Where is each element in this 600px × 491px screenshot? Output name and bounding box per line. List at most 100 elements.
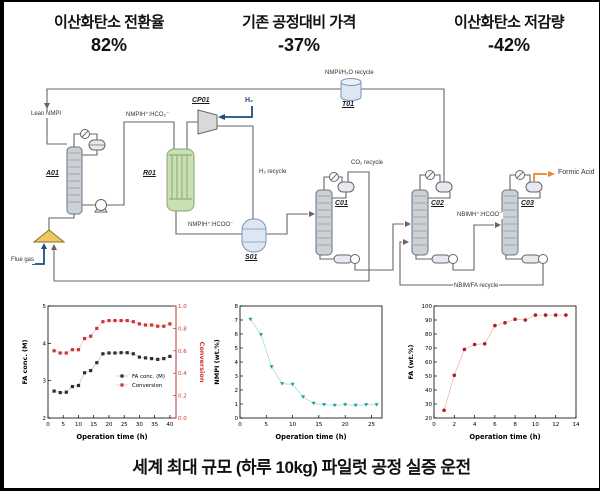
- svg-text:40: 40: [425, 388, 432, 394]
- svg-text:6: 6: [493, 422, 497, 428]
- label-unit-r01: R01: [143, 170, 156, 177]
- svg-text:5: 5: [235, 346, 239, 352]
- svg-text:30: 30: [425, 402, 432, 408]
- t01-sides: [340, 82, 362, 97]
- svg-text:0.4: 0.4: [178, 371, 187, 377]
- svg-text:12: 12: [552, 422, 559, 428]
- c01-reboiler-head: [350, 254, 360, 264]
- svg-text:2: 2: [43, 416, 47, 422]
- label-h2-recycle: H₂ recycle: [258, 169, 288, 176]
- svg-text:NMPI (wt.%): NMPI (wt.%): [213, 339, 221, 384]
- svg-text:8: 8: [513, 422, 517, 428]
- metric-label: 이산화탄소 저감량: [453, 14, 565, 31]
- svg-text:25: 25: [368, 422, 375, 428]
- svg-text:20: 20: [342, 422, 349, 428]
- metric-value: -42%: [487, 35, 531, 55]
- arrow-nbim-fa: [403, 239, 409, 245]
- svg-text:1: 1: [235, 402, 239, 408]
- label-unit-c03: C03: [521, 200, 534, 207]
- arrow-h2: [218, 114, 225, 120]
- svg-text:5: 5: [61, 422, 65, 428]
- label-nmpi-h2o-recycle: NMPI/H₂O recycle: [324, 70, 375, 77]
- unit-t01-tank: [341, 82, 361, 97]
- arrow-c01-feed: [309, 211, 315, 217]
- metric-label: 기존 공정대비 가격: [242, 14, 356, 31]
- arrowheads: [41, 103, 555, 250]
- r01-tubes: [169, 154, 192, 200]
- svg-text:Conversion: Conversion: [132, 383, 162, 389]
- svg-text:2: 2: [453, 422, 457, 428]
- svg-text:FA (wt.%): FA (wt.%): [407, 344, 415, 379]
- unit-c01-column: [315, 189, 333, 256]
- svg-text:0.0: 0.0: [178, 416, 187, 422]
- svg-text:20: 20: [105, 422, 112, 428]
- label-unit-t01: T01: [342, 101, 355, 108]
- unit-c03-column: [501, 189, 519, 256]
- metric-value: 82%: [90, 35, 128, 55]
- metric-co2-conversion: 이산화탄소 전환율 82%: [19, 11, 199, 56]
- label-nmpih-hco3: NMPIH⁺:HCO₃⁻: [125, 112, 171, 119]
- label-unit-c01: C01: [335, 200, 348, 207]
- c02-reflux-drum: [435, 181, 453, 193]
- svg-text:4: 4: [235, 360, 239, 366]
- unit-a01-column: [66, 146, 83, 215]
- c03-reflux-drum: [525, 181, 543, 193]
- svg-text:10: 10: [532, 422, 539, 428]
- svg-text:4: 4: [43, 341, 47, 347]
- svg-text:0: 0: [235, 416, 239, 422]
- svg-text:60: 60: [425, 360, 432, 366]
- svg-text:5: 5: [43, 304, 47, 310]
- metric-price-vs-existing: 기존 공정대비 가격 -37%: [209, 11, 389, 56]
- svg-text:0.2: 0.2: [178, 394, 187, 400]
- c01-reboiler: [333, 254, 353, 264]
- c02-condenser-mark: [426, 171, 434, 179]
- h2-feed-line: [221, 106, 253, 118]
- svg-text:10: 10: [289, 422, 296, 428]
- arrow-c02-feed: [405, 221, 411, 227]
- svg-text:80: 80: [425, 332, 432, 338]
- svg-text:8: 8: [235, 304, 239, 310]
- c03-trays: [503, 195, 517, 246]
- svg-text:Operation time (h): Operation time (h): [275, 433, 346, 441]
- svg-text:10: 10: [75, 422, 82, 428]
- label-h2: H₂: [244, 97, 255, 106]
- label-unit-cp01: CP01: [192, 97, 210, 104]
- svg-text:0: 0: [46, 422, 50, 428]
- arrow-lean-nmpi: [44, 103, 50, 109]
- arrow-co2-return: [51, 244, 57, 250]
- process-lines: [46, 88, 544, 286]
- svg-text:6: 6: [235, 332, 239, 338]
- svg-text:Conversion: Conversion: [198, 342, 206, 383]
- s01-levels: [242, 228, 266, 243]
- svg-text:4: 4: [473, 422, 477, 428]
- c01-condenser-mark: [330, 173, 338, 181]
- arrow-formic-acid: [548, 171, 555, 177]
- colored-streams: [32, 106, 547, 265]
- svg-text:25: 25: [121, 422, 128, 428]
- flue-gas-line: [32, 245, 45, 265]
- label-unit-c02: C02: [431, 200, 444, 207]
- svg-text:30: 30: [136, 422, 143, 428]
- svg-text:40: 40: [166, 422, 173, 428]
- label-nbimh-hcoo: NBIMH⁺:HCOO⁻: [456, 212, 504, 219]
- svg-text:7: 7: [235, 318, 239, 324]
- unit-c02-column: [411, 189, 429, 256]
- c02-reboiler-head: [448, 254, 458, 264]
- svg-text:35: 35: [151, 422, 158, 428]
- metric-value: -37%: [277, 35, 321, 55]
- svg-text:3: 3: [43, 379, 47, 385]
- svg-text:14: 14: [573, 422, 580, 428]
- svg-text:Operation time (h): Operation time (h): [76, 433, 147, 441]
- c03-reboiler: [521, 254, 541, 264]
- arrow-flue-gas: [41, 243, 47, 249]
- t01-top: [340, 78, 362, 86]
- label-nbim-fa-recycle: NBIM/FA recycle: [453, 283, 500, 290]
- label-unit-s01: S01: [245, 254, 258, 261]
- svg-text:FA conc. (M): FA conc. (M): [132, 374, 165, 380]
- unit-cp01-compressor: [197, 109, 218, 135]
- unit-r01-reactor: [166, 148, 195, 212]
- figure-caption: 세계 최대 규모 (하루 10kg) 파일럿 공정 실증 운전: [132, 458, 471, 477]
